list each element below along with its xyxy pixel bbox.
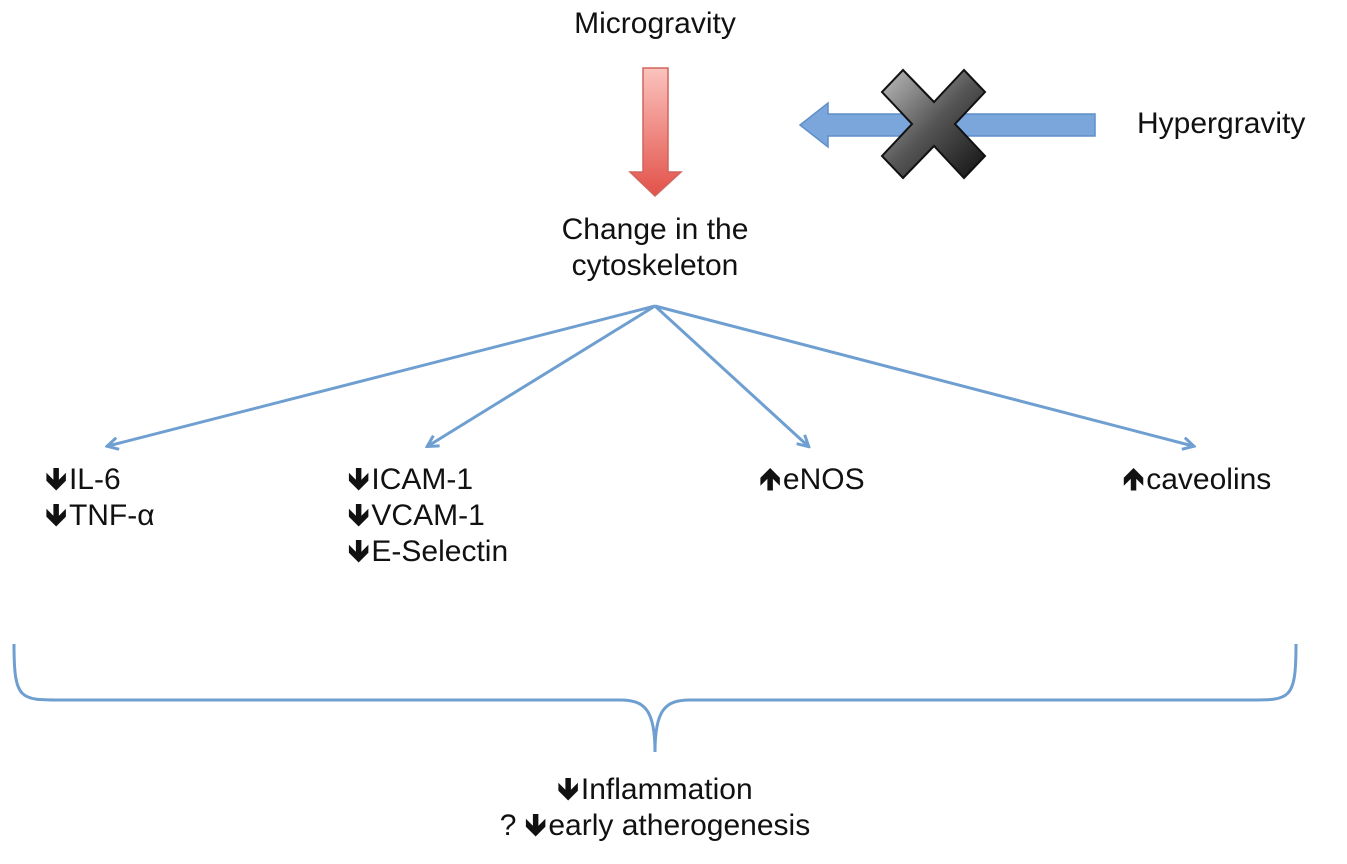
cytoskeleton-label-line-1: Change in the bbox=[561, 213, 749, 246]
microgravity-label: Microgravity bbox=[574, 7, 736, 40]
effect-item: 🡻IL-6 bbox=[45, 462, 154, 498]
up-arrow-icon: 🡹 bbox=[759, 463, 781, 496]
branch-arrow-2 bbox=[428, 304, 656, 446]
cytoskeleton-label-line-2: cytoskeleton bbox=[571, 249, 739, 282]
down-arrow-icon: 🡻 bbox=[347, 463, 370, 496]
effect-item: 🡹eNOS bbox=[759, 462, 864, 498]
effect-item-label: IL-6 bbox=[68, 463, 121, 496]
effect-item: 🡻TNF-α bbox=[45, 498, 154, 534]
effect-item-label: eNOS bbox=[782, 463, 865, 496]
effect-item: 🡻ICAM-1 bbox=[348, 462, 508, 498]
branch-arrow-3 bbox=[653, 304, 808, 446]
grouping-brace bbox=[12, 643, 1298, 753]
x-cross-icon bbox=[880, 68, 987, 180]
branch-arrow-1 bbox=[108, 304, 656, 446]
effect-item-label: E-Selectin bbox=[371, 535, 509, 568]
outcome-text-2: early atherogenesis bbox=[548, 809, 811, 842]
microgravity-arrow bbox=[628, 67, 683, 198]
outcome-line-1: 🡻Inflammation bbox=[500, 772, 810, 808]
effect-item-label: VCAM-1 bbox=[371, 499, 485, 532]
outcome-block: 🡻Inflammation ? 🡻early atherogenesis bbox=[500, 772, 810, 844]
effect-item: 🡻VCAM-1 bbox=[348, 498, 508, 534]
effect-item-label: caveolins bbox=[1146, 463, 1272, 496]
down-arrow-icon: 🡻 bbox=[45, 499, 67, 532]
up-arrow-icon: 🡹 bbox=[1122, 463, 1145, 496]
question-mark: ? bbox=[499, 809, 517, 842]
down-arrow-icon: 🡻 bbox=[524, 809, 547, 842]
effect-group-4: 🡹caveolins bbox=[1123, 462, 1272, 498]
down-arrow-icon: 🡻 bbox=[347, 499, 370, 532]
effect-group-2: 🡻ICAM-1🡻VCAM-1🡻E-Selectin bbox=[348, 462, 508, 570]
effect-item-label: TNF-α bbox=[68, 499, 155, 532]
branch-arrow-4 bbox=[654, 304, 1193, 446]
down-arrow-icon: 🡻 bbox=[347, 535, 370, 568]
down-arrow-icon: 🡻 bbox=[557, 773, 579, 806]
effect-item-label: ICAM-1 bbox=[371, 463, 474, 496]
hypergravity-label: Hypergravity bbox=[1137, 107, 1306, 140]
outcome-text-1: Inflammation bbox=[580, 773, 753, 806]
effect-group-3: 🡹eNOS bbox=[759, 462, 864, 498]
down-arrow-icon: 🡻 bbox=[45, 463, 67, 496]
effect-item: 🡹caveolins bbox=[1123, 462, 1272, 498]
effect-item: 🡻E-Selectin bbox=[348, 534, 508, 570]
cytoskeleton-label: Change in the cytoskeleton bbox=[562, 212, 749, 284]
outcome-line-2: ? 🡻early atherogenesis bbox=[500, 808, 810, 844]
effect-group-1: 🡻IL-6🡻TNF-α bbox=[45, 462, 154, 534]
